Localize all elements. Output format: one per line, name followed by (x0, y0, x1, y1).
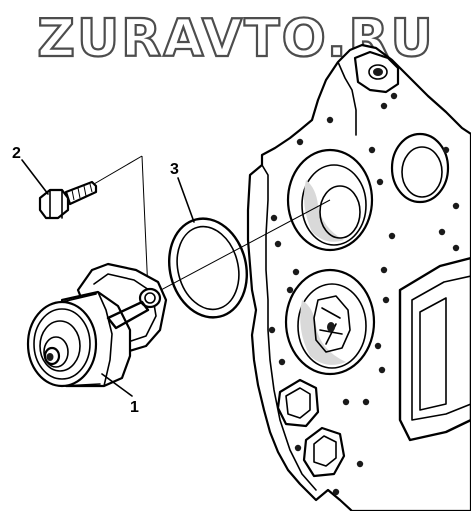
engine-front-cover (246, 43, 471, 511)
water-pump-assembly (26, 262, 168, 388)
callout-1: 1 (101, 373, 139, 416)
flange-bolt (38, 180, 98, 220)
callout-3: 3 (170, 161, 195, 223)
o-ring-gasket (167, 217, 249, 319)
callout-label-1: 1 (130, 399, 139, 416)
watermark: ZURAVTO.RU (37, 9, 434, 69)
callout-2: 2 (12, 145, 49, 195)
callout-label-3: 3 (170, 161, 179, 178)
housing-bolt-holes (268, 92, 460, 496)
callout-label-2: 2 (12, 145, 21, 162)
